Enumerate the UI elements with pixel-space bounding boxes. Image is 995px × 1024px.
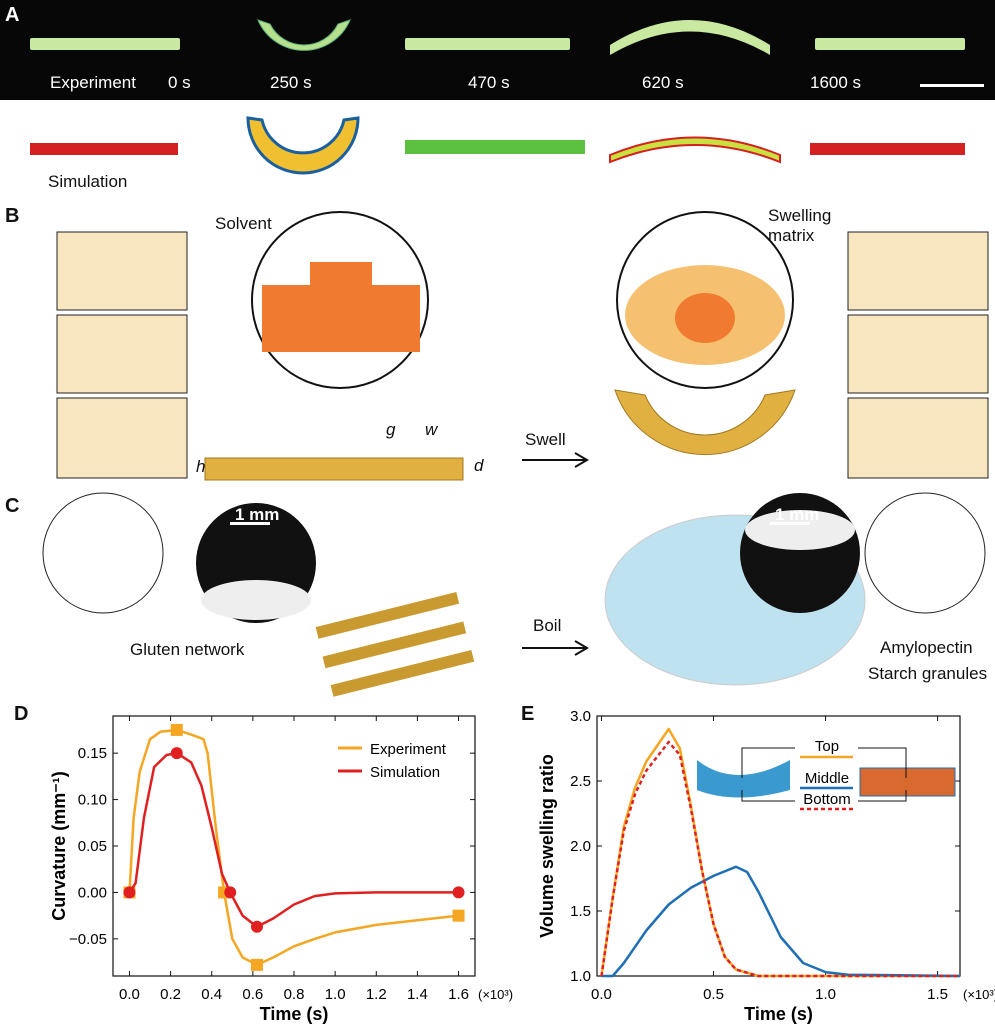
rib-cross-section (262, 262, 420, 352)
panel-a-strips (30, 19, 984, 175)
y-tick-label: 2.5 (570, 773, 591, 790)
starch-circle (864, 492, 986, 614)
starch-granules-label: Starch granules (868, 664, 988, 683)
ribbed-strip (204, 457, 464, 481)
amylopectin-label: Amylopectin (880, 638, 973, 657)
sim-specimen-620 (609, 136, 781, 164)
data-marker (250, 920, 263, 933)
y-tick-label: 1.0 (570, 968, 591, 985)
data-marker (170, 723, 183, 736)
scale-label: 1 mm (235, 505, 280, 524)
inset-connector (741, 747, 907, 802)
x-tick-label: 0.8 (284, 986, 305, 1003)
y-tick-label: 1.5 (570, 903, 591, 920)
x-tick-label: 1.0 (815, 986, 836, 1003)
x-tick-label: 1.0 (325, 986, 346, 1003)
panel-b-diagram (56, 211, 989, 481)
sim-specimen-470 (405, 140, 585, 154)
swell-label: Swell (525, 430, 566, 449)
inset-flat-sim (859, 767, 956, 797)
data-marker (123, 886, 136, 899)
data-marker (250, 958, 263, 971)
y-tick-label: 0.05 (78, 838, 107, 855)
legend-label: Experiment (370, 741, 447, 758)
ribbed-strips (315, 592, 475, 697)
series-line-bottom (600, 740, 960, 978)
series-line-simulation (128, 751, 459, 929)
dim-g: g (386, 420, 396, 439)
boil-arrow (522, 640, 589, 656)
legend-label: Simulation (370, 764, 440, 781)
swelling-matrix-label: Swelling matrix (768, 206, 832, 245)
sim-specimen-1600 (810, 143, 965, 155)
x-tick-label: 1.2 (366, 986, 387, 1003)
sim-specimen-250 (246, 116, 360, 175)
time-label: 470 s (468, 73, 510, 92)
x-tick-label: 1.6 (448, 986, 469, 1003)
x-tick-label: 0.6 (242, 986, 263, 1003)
matrix-boxes-right (847, 231, 989, 479)
dim-d: d (474, 456, 484, 475)
time-label: 0 s (168, 73, 191, 92)
experiment-label: Experiment (50, 73, 136, 92)
panel-label-d: D (14, 703, 29, 725)
y-tick-label: 3.0 (570, 708, 591, 725)
gluten-network-circle (42, 492, 164, 614)
panel-label-a: A (5, 4, 20, 26)
x-tick-label: 0.0 (119, 986, 140, 1003)
curled-strip (614, 389, 796, 456)
experiment-specimens (30, 19, 965, 55)
x-multiplier: (×10³) (478, 987, 513, 1002)
panel-c-diagram (42, 492, 986, 697)
x-tick-label: 1.4 (407, 986, 428, 1003)
inset-swollen-sim (697, 760, 790, 798)
simulation-label: Simulation (48, 172, 128, 191)
scale-bar (920, 84, 984, 87)
time-label: 1600 s (810, 73, 862, 92)
matrix-boxes-left (56, 231, 188, 479)
x-axis-label: Time (s) (744, 1004, 813, 1024)
dim-w: w (425, 420, 438, 439)
y-tick-label: 0.00 (78, 884, 107, 901)
data-marker (224, 886, 237, 899)
y-tick-label: 2.0 (570, 838, 591, 855)
y-axis-label: Curvature (mm⁻¹) (49, 771, 69, 921)
panel-label-e: E (521, 703, 535, 725)
solvent-label: Solvent (215, 214, 272, 233)
series-line-middle (601, 865, 961, 978)
legend-label: Top (815, 738, 839, 755)
y-axis-label: Volume swelling ratio (537, 754, 557, 938)
x-axis-label: Time (s) (260, 1004, 329, 1024)
sim-specimen-0 (30, 143, 178, 155)
panel-label-c: C (5, 495, 20, 517)
y-tick-label: 0.15 (78, 745, 107, 762)
scale-label: 1 mm (775, 505, 820, 524)
data-marker (452, 886, 465, 899)
x-tick-label: 0.2 (160, 986, 181, 1003)
time-label: 620 s (642, 73, 684, 92)
gluten-network-label: Gluten network (130, 640, 245, 659)
data-marker (452, 909, 465, 922)
panel-label-b: B (5, 205, 20, 227)
y-tick-label: 0.10 (78, 792, 107, 809)
x-tick-label: 1.5 (927, 986, 948, 1003)
data-marker (170, 747, 183, 760)
legend-label: Middle (805, 770, 849, 787)
dim-h: h (196, 457, 206, 476)
x-tick-label: 0.0 (591, 986, 612, 1003)
swell-arrow (522, 452, 589, 468)
legend-label: Bottom (803, 791, 851, 808)
x-tick-label: 0.4 (201, 986, 222, 1003)
x-tick-label: 0.5 (703, 986, 724, 1003)
y-tick-label: −0.05 (69, 931, 107, 948)
time-label: 250 s (270, 73, 312, 92)
boil-label: Boil (533, 616, 562, 635)
x-multiplier: (×10³) (963, 987, 995, 1002)
